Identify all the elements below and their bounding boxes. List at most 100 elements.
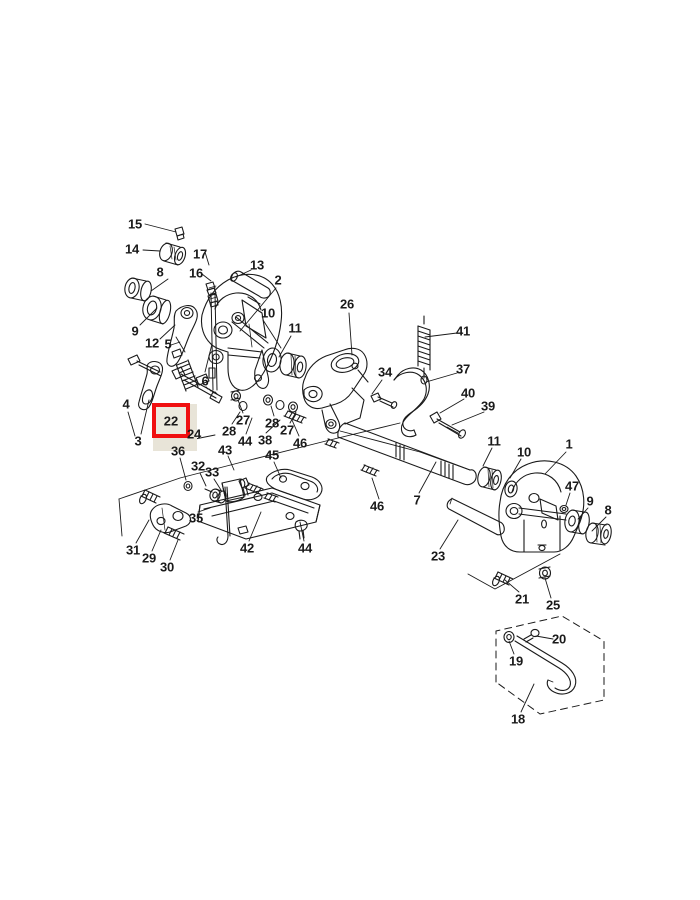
callout-42[interactable]: 42 (239, 540, 255, 556)
callout-10[interactable]: 10 (516, 444, 532, 460)
callout-11[interactable]: 11 (288, 320, 302, 336)
part-8-collar-left (124, 277, 152, 302)
callout-15[interactable]: 15 (127, 216, 143, 232)
part-26-steering-bracket (302, 347, 369, 434)
part-3-link-plate (138, 361, 164, 411)
callout-20[interactable]: 20 (551, 631, 567, 647)
callout-16[interactable]: 16 (188, 265, 204, 281)
callout-28[interactable]: 28 (264, 415, 280, 431)
callout-9[interactable]: 9 (586, 493, 594, 509)
callout-27[interactable]: 27 (235, 412, 251, 428)
callout-26[interactable]: 26 (339, 296, 355, 312)
part-7-steering-tube (337, 422, 477, 486)
callout-9[interactable]: 9 (131, 323, 139, 339)
callout-14[interactable]: 14 (124, 241, 140, 257)
callout-1[interactable]: 1 (565, 436, 573, 452)
part-2-swivel-bracket (200, 273, 283, 391)
part-38-bracket-strip (265, 468, 323, 501)
part-24-long-bolt (171, 366, 223, 404)
callout-33[interactable]: 33 (204, 464, 220, 480)
part-10-washer-right (504, 480, 518, 498)
callout-47[interactable]: 47 (564, 478, 580, 494)
part-13-pin (230, 270, 271, 299)
callout-45[interactable]: 45 (264, 447, 280, 463)
callout-41[interactable]: 41 (455, 323, 471, 339)
callout-3[interactable]: 3 (134, 433, 142, 449)
callout-38[interactable]: 38 (257, 432, 273, 448)
callout-18[interactable]: 18 (510, 711, 526, 727)
callout-8[interactable]: 8 (604, 502, 612, 518)
part-20-bolt (523, 628, 540, 643)
highlighted-part-box[interactable] (152, 403, 190, 438)
part-11-bushing-left (279, 352, 307, 379)
part-17-16-pins (205, 281, 219, 308)
part-4-bolt (127, 354, 162, 377)
part-29-bracket (149, 503, 192, 534)
callout-17[interactable]: 17 (192, 246, 208, 262)
part-34-pin (370, 392, 398, 409)
part-27-28-fasteners (230, 389, 299, 413)
callout-44[interactable]: 44 (297, 540, 313, 556)
part-47-clip (559, 504, 569, 514)
callout-13[interactable]: 13 (249, 257, 265, 273)
callout-4[interactable]: 4 (122, 396, 130, 412)
callout-2[interactable]: 2 (274, 272, 282, 288)
part-8-collar-right (585, 522, 612, 546)
callout-25[interactable]: 25 (545, 597, 561, 613)
callout-34[interactable]: 34 (377, 364, 393, 380)
callout-40[interactable]: 40 (460, 385, 476, 401)
callout-32[interactable]: 32 (190, 458, 206, 474)
callout-31[interactable]: 31 (125, 542, 141, 558)
callout-30[interactable]: 30 (159, 559, 175, 575)
part-36-32-33 (183, 480, 227, 504)
part-30-spring (163, 526, 185, 541)
callout-46[interactable]: 46 (292, 435, 308, 451)
part-9-bushing (142, 295, 172, 325)
callout-6[interactable]: 6 (201, 373, 209, 389)
callout-11[interactable]: 11 (487, 433, 501, 449)
part-35-hook-rod (216, 486, 231, 546)
callout-5[interactable]: 5 (164, 336, 172, 352)
callout-19[interactable]: 19 (508, 653, 524, 669)
callout-29[interactable]: 29 (141, 550, 157, 566)
part-12-lever-arm (166, 305, 198, 367)
callout-27[interactable]: 27 (279, 422, 295, 438)
callout-44[interactable]: 44 (237, 433, 253, 449)
callout-7[interactable]: 7 (413, 492, 421, 508)
part-46-springs (283, 410, 380, 477)
callout-28[interactable]: 28 (221, 423, 237, 439)
callout-8[interactable]: 8 (156, 264, 164, 280)
part-39-bolt-ref (446, 426, 459, 434)
callout-24[interactable]: 24 (186, 426, 202, 442)
part-42-lower-frame (197, 487, 321, 540)
part-19-clip (503, 630, 515, 644)
part-18-handle (514, 635, 577, 695)
part-21-spring (492, 571, 514, 587)
callout-35[interactable]: 35 (188, 510, 204, 526)
part-11-bushing-right (477, 466, 502, 491)
callout-36[interactable]: 36 (170, 443, 186, 459)
part-14-bushing (159, 242, 187, 266)
callout-23[interactable]: 23 (430, 548, 446, 564)
callout-10[interactable]: 10 (260, 305, 276, 321)
part-37-hook-bracket (393, 367, 430, 438)
callout-37[interactable]: 37 (455, 361, 471, 377)
part-9-collar-right (564, 509, 590, 535)
callout-39[interactable]: 39 (480, 398, 496, 414)
part-31-spring (139, 489, 161, 505)
part-44-bolts (238, 477, 308, 540)
callout-43[interactable]: 43 (217, 442, 233, 458)
part-18-dashed-region (495, 615, 605, 715)
part-15-pin (174, 226, 185, 241)
part-6-shaft (208, 292, 218, 391)
callout-21[interactable]: 21 (514, 591, 530, 607)
part-41-tension-spring (417, 315, 431, 385)
callout-46[interactable]: 46 (369, 498, 385, 514)
part-23-rod (446, 497, 505, 536)
part-40-bolt (429, 411, 466, 439)
callout-12[interactable]: 12 (144, 335, 160, 351)
part-1-clamp-bracket (498, 460, 585, 553)
